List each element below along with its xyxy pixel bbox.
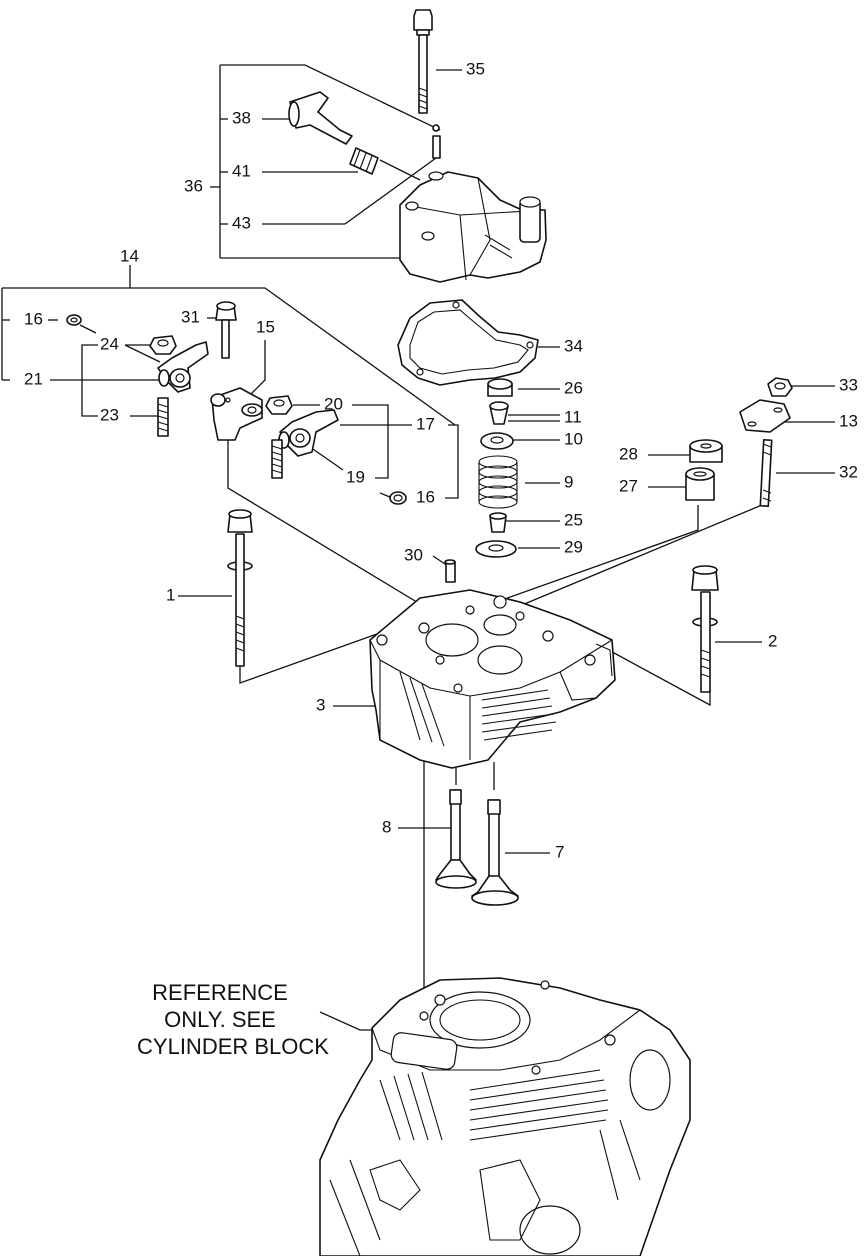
label-part-16-lower: 16 [416, 487, 435, 506]
label-part-34: 34 [564, 336, 583, 355]
reference-note-line-1: REFERENCE [152, 980, 288, 1005]
spring-41-drawing [349, 147, 379, 175]
label-part-8: 8 [382, 817, 391, 836]
gasket-34-drawing [397, 299, 539, 386]
rocker-support-15-drawing [210, 387, 263, 441]
label-part-24: 24 [100, 334, 119, 353]
label-part-10: 10 [564, 429, 583, 448]
label-part-2: 2 [768, 631, 777, 650]
cover-plate-13-drawing [739, 399, 791, 433]
label-part-11: 11 [564, 407, 582, 426]
spring-retainer-10-drawing [480, 432, 514, 450]
label-part-41: 41 [232, 161, 251, 180]
dowel-30-drawing [444, 559, 456, 583]
label-part-43: 43 [232, 213, 251, 232]
stud-32-drawing [759, 439, 773, 507]
spring-washer-29-drawing [475, 540, 517, 558]
bolt-31-drawing [215, 301, 237, 359]
label-part-17: 17 [416, 414, 435, 433]
label-part-15: 15 [256, 317, 275, 336]
adjust-screw-19-drawing [271, 439, 283, 479]
label-part-21: 21 [24, 369, 43, 388]
governor-shaft-38-drawing [288, 91, 353, 145]
label-part-20: 20 [324, 394, 343, 413]
valve-8-drawing [435, 789, 477, 889]
label-part-1: 1 [166, 585, 175, 604]
o-ring-16-lower-drawing [389, 491, 407, 505]
part-number-labels: 35 38 41 36 43 14 16 31 15 24 21 20 23 1… [24, 59, 858, 861]
label-part-13: 13 [839, 411, 858, 430]
cylinder-block-reference-drawing [319, 977, 691, 1256]
bolt-35-drawing [413, 9, 433, 114]
label-part-19: 19 [346, 467, 365, 486]
rocker-arm-17-drawing [278, 409, 339, 457]
label-part-31: 31 [181, 307, 200, 326]
label-part-32: 32 [839, 462, 858, 481]
reference-note: REFERENCE ONLY. SEE CYLINDER BLOCK [137, 980, 329, 1059]
label-part-29: 29 [564, 537, 583, 556]
nut-33-drawing [767, 377, 793, 397]
head-bolt-2-drawing [691, 565, 719, 693]
nut-20-drawing [265, 395, 293, 415]
label-part-7: 7 [555, 842, 564, 861]
label-part-28: 28 [619, 444, 638, 463]
leader-lines [1, 64, 835, 1031]
label-part-35: 35 [466, 59, 485, 78]
label-part-30: 30 [404, 545, 423, 564]
label-part-23: 23 [100, 405, 119, 424]
head-bolt-1-drawing [227, 509, 253, 667]
o-ring-16-upper-drawing [66, 314, 82, 326]
label-part-38: 38 [232, 108, 251, 127]
label-part-14: 14 [120, 246, 139, 265]
label-part-36: 36 [184, 176, 203, 195]
label-part-25: 25 [564, 510, 583, 529]
label-part-3: 3 [316, 695, 325, 714]
label-part-33: 33 [839, 375, 858, 394]
valve-keeper-11-drawing [489, 401, 509, 425]
label-part-27: 27 [619, 476, 638, 495]
cylinder-head-3-drawing [369, 589, 616, 769]
sleeve-27-drawing [685, 467, 715, 501]
cap-28-drawing [689, 439, 723, 463]
valve-7-drawing [471, 799, 519, 906]
rocker-arm-21-drawing [157, 341, 209, 393]
pin-43-drawing [432, 124, 441, 159]
adjust-screw-23-drawing [157, 397, 169, 437]
valve-cap-26-drawing [487, 378, 513, 397]
reference-note-line-3: CYLINDER BLOCK [137, 1034, 329, 1059]
label-part-16-upper: 16 [24, 309, 43, 328]
valve-seal-25-drawing [489, 512, 507, 533]
label-part-26: 26 [564, 378, 583, 397]
nut-24-drawing [149, 335, 177, 355]
rocker-cover-36-drawing [399, 171, 547, 283]
valve-spring-9-drawing [478, 455, 518, 509]
reference-note-line-2: ONLY. SEE [164, 1007, 276, 1032]
label-part-9: 9 [564, 472, 573, 491]
